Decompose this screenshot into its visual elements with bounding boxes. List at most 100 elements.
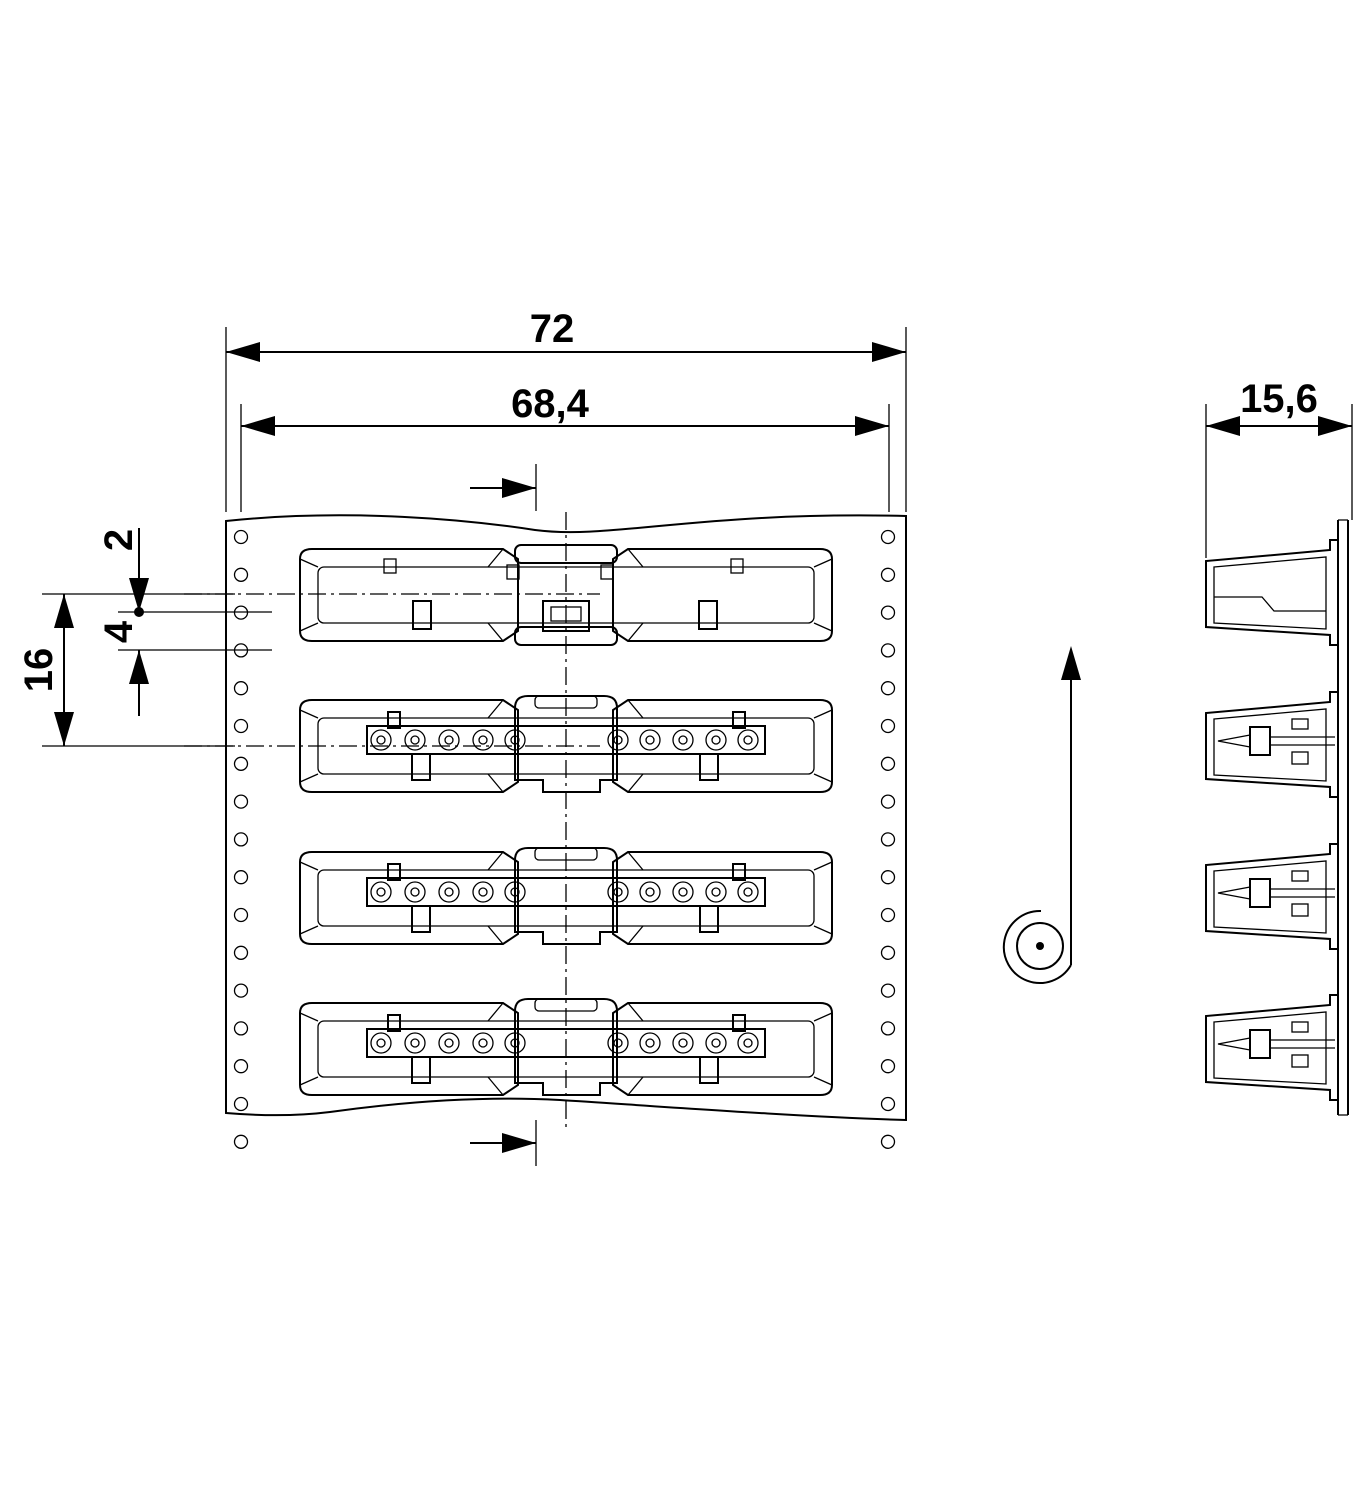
side-pocket-outline <box>1205 994 1338 1101</box>
contact-pin <box>639 729 661 751</box>
pocket-floor <box>317 717 815 775</box>
latch-top <box>732 863 746 881</box>
offset-marker-top <box>470 464 537 511</box>
latch-bottom <box>411 753 431 781</box>
sprocket-hole <box>233 567 249 582</box>
contact-pin-center <box>410 887 420 897</box>
side-pocket-outline <box>1205 843 1338 950</box>
component-body <box>366 877 766 907</box>
contact-pin <box>737 729 759 751</box>
sprocket-hole <box>233 832 249 847</box>
contact-pin-center <box>444 887 454 897</box>
contact-pin-center <box>678 1038 688 1048</box>
sprocket-hole <box>880 870 896 885</box>
sprocket-hole <box>880 794 896 809</box>
locating-tab <box>730 558 744 574</box>
contact-pin <box>705 1032 727 1054</box>
side-latch <box>1291 1054 1309 1068</box>
sprocket-hole <box>880 681 896 696</box>
pocket-floor <box>317 1020 815 1078</box>
sprocket-hole <box>233 1021 249 1036</box>
pocket <box>299 544 833 646</box>
pocket-outer-left <box>299 548 519 642</box>
sprocket-hole <box>880 1096 896 1112</box>
contact-pin <box>737 1032 759 1054</box>
pocket-floor <box>317 869 815 927</box>
contact-pin <box>737 881 759 903</box>
center-latch-inner <box>550 606 582 622</box>
side-pin <box>1217 886 1251 900</box>
side-pin <box>1217 1037 1251 1051</box>
housing-top <box>534 695 598 709</box>
contact-pin-center <box>478 1038 488 1048</box>
contact-pin <box>705 729 727 751</box>
side-pocket-inner <box>1213 860 1327 934</box>
component-body <box>366 1028 766 1058</box>
sprocket-hole <box>233 945 249 960</box>
pocket <box>299 847 833 945</box>
locating-post <box>412 600 432 630</box>
contact-pin-center <box>376 1038 386 1048</box>
pocket-bevel <box>487 1002 644 1096</box>
side-latch <box>1291 751 1309 765</box>
sprocket-hole <box>233 1059 249 1074</box>
contact-pin-center <box>711 735 721 745</box>
contact-pin <box>404 729 426 751</box>
contact-pin-center <box>711 887 721 897</box>
pocket-outer-left <box>299 699 519 793</box>
feed-direction-symbol <box>1002 646 1081 984</box>
dimension-label-4: 4 <box>97 620 141 643</box>
pocket-bevel <box>487 548 644 642</box>
center-tab <box>514 626 618 646</box>
dimension-overall-width: 72 <box>225 307 907 512</box>
sprocket-hole <box>233 643 249 658</box>
side-pocket-outline <box>1205 539 1338 646</box>
contact-pin-center <box>444 735 454 745</box>
pocket-bevel <box>487 699 644 793</box>
contact-pin <box>370 729 392 751</box>
sprocket-hole <box>880 907 896 923</box>
contact-pin <box>370 881 392 903</box>
component-housing <box>514 695 618 793</box>
contact-pin <box>672 729 694 751</box>
side-pin <box>1217 734 1251 748</box>
side-pocket-inner <box>1213 708 1327 782</box>
carrier-tape-front-view <box>184 512 907 1149</box>
pocket-outer-right <box>612 1002 833 1096</box>
pocket-outer-right <box>612 699 833 793</box>
contact-pin <box>639 881 661 903</box>
pocket-outer-left <box>299 1002 519 1096</box>
contact-pin <box>672 1032 694 1054</box>
pocket <box>299 695 833 793</box>
side-component <box>1249 878 1271 908</box>
sprocket-hole <box>233 605 249 620</box>
sprocket-hole <box>880 756 896 771</box>
side-floor-line <box>1214 596 1326 612</box>
sprocket-hole <box>233 794 249 809</box>
contact-pin-center <box>743 887 753 897</box>
contact-pin-center <box>376 735 386 745</box>
pocket-bevel <box>487 851 644 945</box>
side-pocket-outline <box>1205 691 1338 798</box>
sprocket-hole <box>233 529 249 545</box>
side-pocket <box>1205 994 1338 1101</box>
locating-post <box>698 600 718 630</box>
pocket-outer-right <box>612 851 833 945</box>
sprocket-hole <box>880 1059 896 1074</box>
sprocket-hole <box>880 643 896 658</box>
latch-bottom <box>699 1056 719 1084</box>
dimension-depth: 15,6 <box>1205 377 1353 558</box>
dimension-label-16: 16 <box>17 648 61 693</box>
center-latch <box>542 600 590 632</box>
sprocket-hole <box>233 681 249 696</box>
contact-pin <box>705 881 727 903</box>
contact-pin <box>672 881 694 903</box>
locating-tab <box>600 564 614 580</box>
sprocket-hole <box>880 983 896 998</box>
pockets <box>299 544 833 1096</box>
contact-pin-center <box>444 1038 454 1048</box>
sprocket-hole <box>233 870 249 885</box>
sprocket-hole <box>880 718 896 734</box>
side-pocket-inner <box>1213 1011 1327 1085</box>
